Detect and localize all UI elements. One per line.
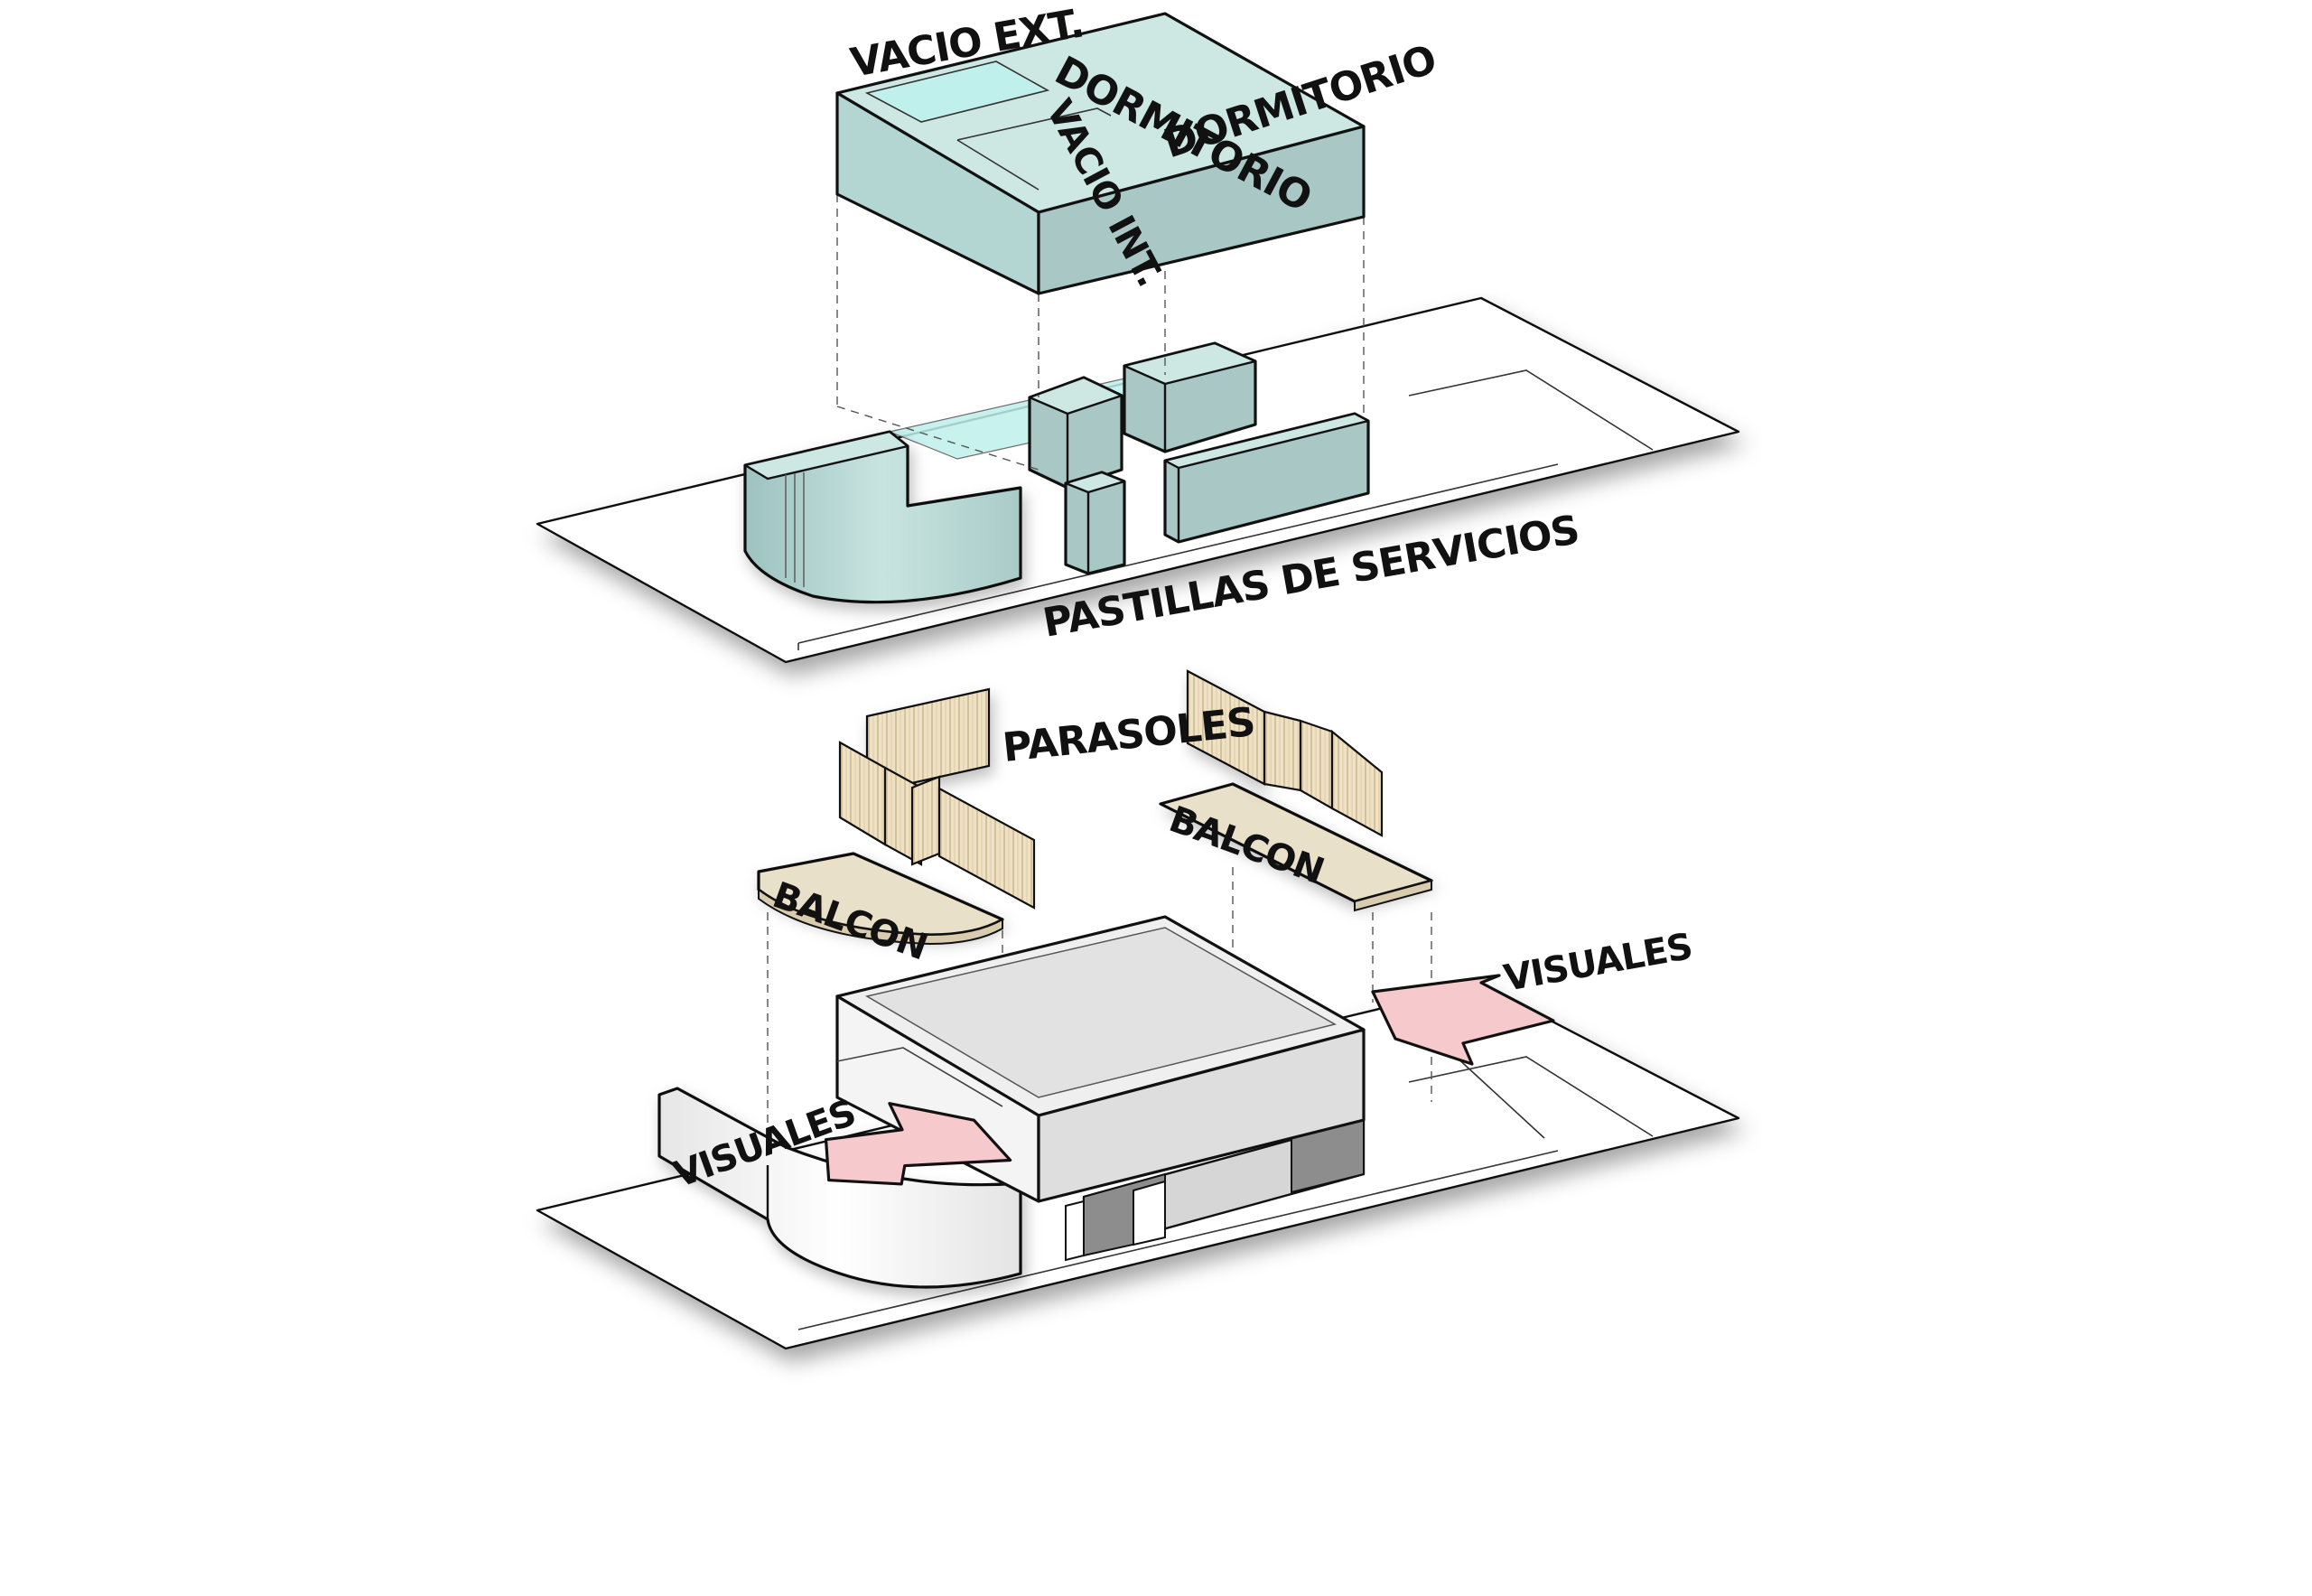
service-blocks	[743, 341, 1370, 604]
balconies	[757, 782, 1433, 946]
vacio-ext-void	[864, 61, 1050, 123]
label-visuales-right: VISUALES	[1501, 926, 1695, 1000]
right-back-service-block	[1123, 341, 1257, 453]
small-service-block	[1064, 471, 1126, 575]
parasoles	[838, 669, 1384, 910]
visuales-arrow-left	[824, 1102, 1012, 1186]
center-service-block	[1028, 376, 1123, 490]
curved-service-block	[743, 430, 1022, 604]
visuales-arrows	[824, 974, 1555, 1186]
upper-floor-volume	[835, 12, 1366, 471]
visuales-arrow-right	[1371, 974, 1555, 1066]
ground-floor-mass	[657, 867, 1432, 1289]
long-service-block	[1163, 412, 1370, 544]
